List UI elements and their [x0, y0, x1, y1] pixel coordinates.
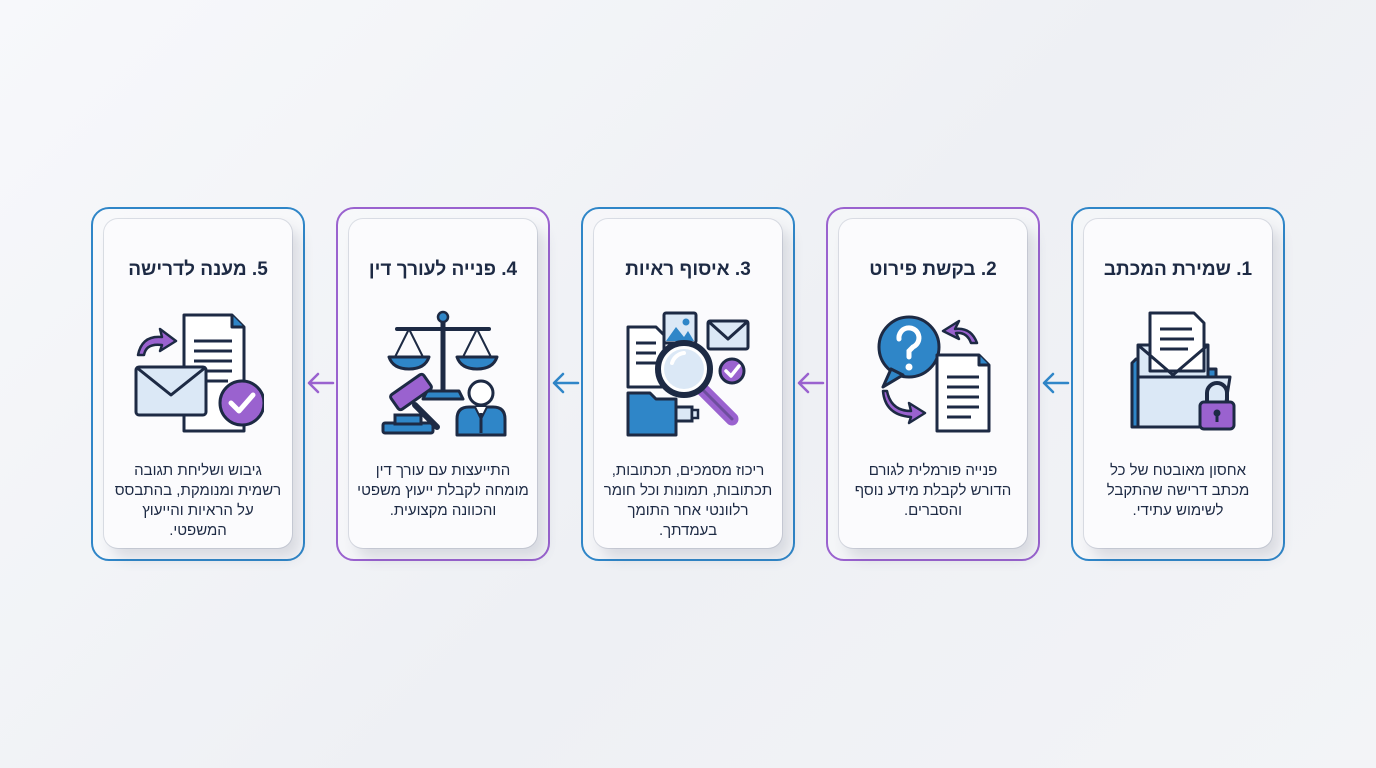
question-document-exchange-icon: [877, 315, 991, 433]
step-5-title: 5. מענה לדרישה: [128, 259, 268, 280]
arrow-left-icon: [552, 372, 580, 394]
step-4-description: התייעצות עם עורך דין מומחה לקבלת ייעוץ מ…: [357, 462, 529, 519]
step-3: 3. איסוף ראיות ריכוז מסמכים, תכתובות, תכ…: [581, 207, 795, 561]
step-1: 1. שמירת המכתב אחסון מאובטח של כל מכתב ד…: [1071, 207, 1285, 561]
scales-gavel-lawyer-icon: [381, 310, 507, 437]
step-4-title: 4. פנייה לעורך דין: [368, 259, 518, 280]
envelope-folder-lock-icon: [1130, 311, 1236, 431]
envelope-document-check-icon: [134, 313, 264, 433]
step-1-title: 1. שמירת המכתב: [1103, 259, 1253, 280]
step-3-card: 3. איסוף ראיות ריכוז מסמכים, תכתובות, תכ…: [594, 219, 782, 548]
step-4-card: 4. פנייה לעורך דין התייעצות עם עורך דין …: [349, 219, 537, 548]
step-4: 4. פנייה לעורך דין התייעצות עם עורך דין …: [336, 207, 550, 561]
arrow-left-icon: [797, 372, 825, 394]
step-2-title: 2. בקשת פירוט: [869, 259, 997, 280]
step-5: 5. מענה לדרישה גיבוש ושליחת תגובה רשמית …: [91, 207, 305, 561]
step-2: 2. בקשת פירוט פנייה פורמלית לגורם הדורש …: [826, 207, 1040, 561]
step-5-card: 5. מענה לדרישה גיבוש ושליחת תגובה רשמית …: [104, 219, 292, 548]
step-2-card: 2. בקשת פירוט פנייה פורמלית לגורם הדורש …: [839, 219, 1027, 548]
step-3-description: ריכוז מסמכים, תכתובות, תכתובות, תמונות ו…: [603, 462, 773, 539]
arrow-left-icon: [307, 372, 335, 394]
step-1-description: אחסון מאובטח של כל מכתב דרישה שהתקבל לשי…: [1106, 462, 1250, 519]
step-2-description: פנייה פורמלית לגורם הדורש לקבלת מידע נוס…: [854, 462, 1012, 519]
step-1-card: 1. שמירת המכתב אחסון מאובטח של כל מכתב ד…: [1084, 219, 1272, 548]
step-5-description: גיבוש ושליחת תגובה רשמית ומנומקת, בהתבסס…: [114, 462, 282, 539]
step-3-title: 3. איסוף ראיות: [625, 259, 751, 280]
arrow-left-icon: [1042, 372, 1070, 394]
evidence-magnifier-icon: [626, 311, 750, 437]
